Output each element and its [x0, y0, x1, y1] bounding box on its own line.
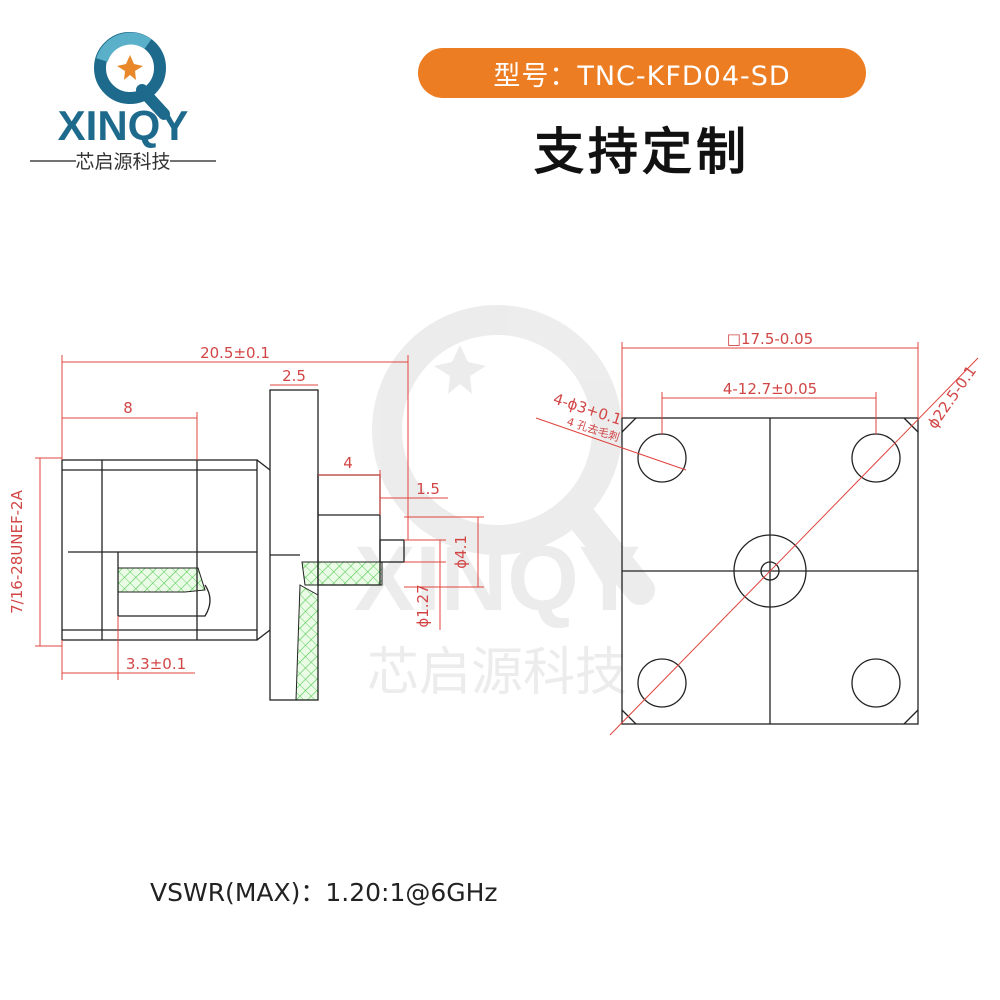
overall-length-dim: 20.5±0.1 [200, 344, 270, 362]
thread-spec-dim: 7/16-28UNEF-2A [8, 489, 26, 613]
offset-dim: 3.3±0.1 [126, 655, 186, 673]
logo-star-icon [117, 55, 143, 80]
flange-thickness-dim: 2.5 [282, 367, 306, 385]
hole-spacing-dim: 4-12.7±0.05 [723, 380, 817, 398]
brand-logo: XINQY 芯启源科技 [18, 20, 228, 180]
vswr-spec: VSWR(MAX)：1.20:1@6GHz [150, 878, 498, 907]
watermark-name: XINQY [354, 528, 640, 630]
pin-length-dim: 4 [343, 454, 353, 472]
logo-q-mark [94, 32, 170, 120]
side-view: 20.5±0.1 2.5 8 4 1.5 7/16-28UNEF-2A 3.3±… [8, 344, 484, 701]
insulator-dia-dim: ϕ4.1 [452, 535, 470, 569]
diagonal-dim: ϕ22.5-0.1 [924, 362, 980, 432]
flange-size-dim: □17.5-0.05 [727, 330, 813, 348]
custom-support-title: 支持定制 [534, 123, 750, 181]
model-label: 型号：TNC-KFD04-SD [493, 60, 791, 92]
pin-tip-dim: 1.5 [416, 480, 440, 498]
watermark: XINQY 芯启源科技 [354, 305, 655, 703]
logo-tagline: 芯启源科技 [75, 151, 170, 173]
technical-drawing: XINQY 芯启源科技 20.5±0.1 2.5 [8, 305, 980, 736]
logo-brand-name: XINQY [58, 102, 189, 149]
pin-dia-dim: ϕ1.27 [414, 584, 432, 627]
thread-length-dim: 8 [123, 399, 133, 417]
watermark-tagline: 芯启源科技 [367, 643, 627, 703]
model-badge: 型号：TNC-KFD04-SD [418, 48, 866, 98]
